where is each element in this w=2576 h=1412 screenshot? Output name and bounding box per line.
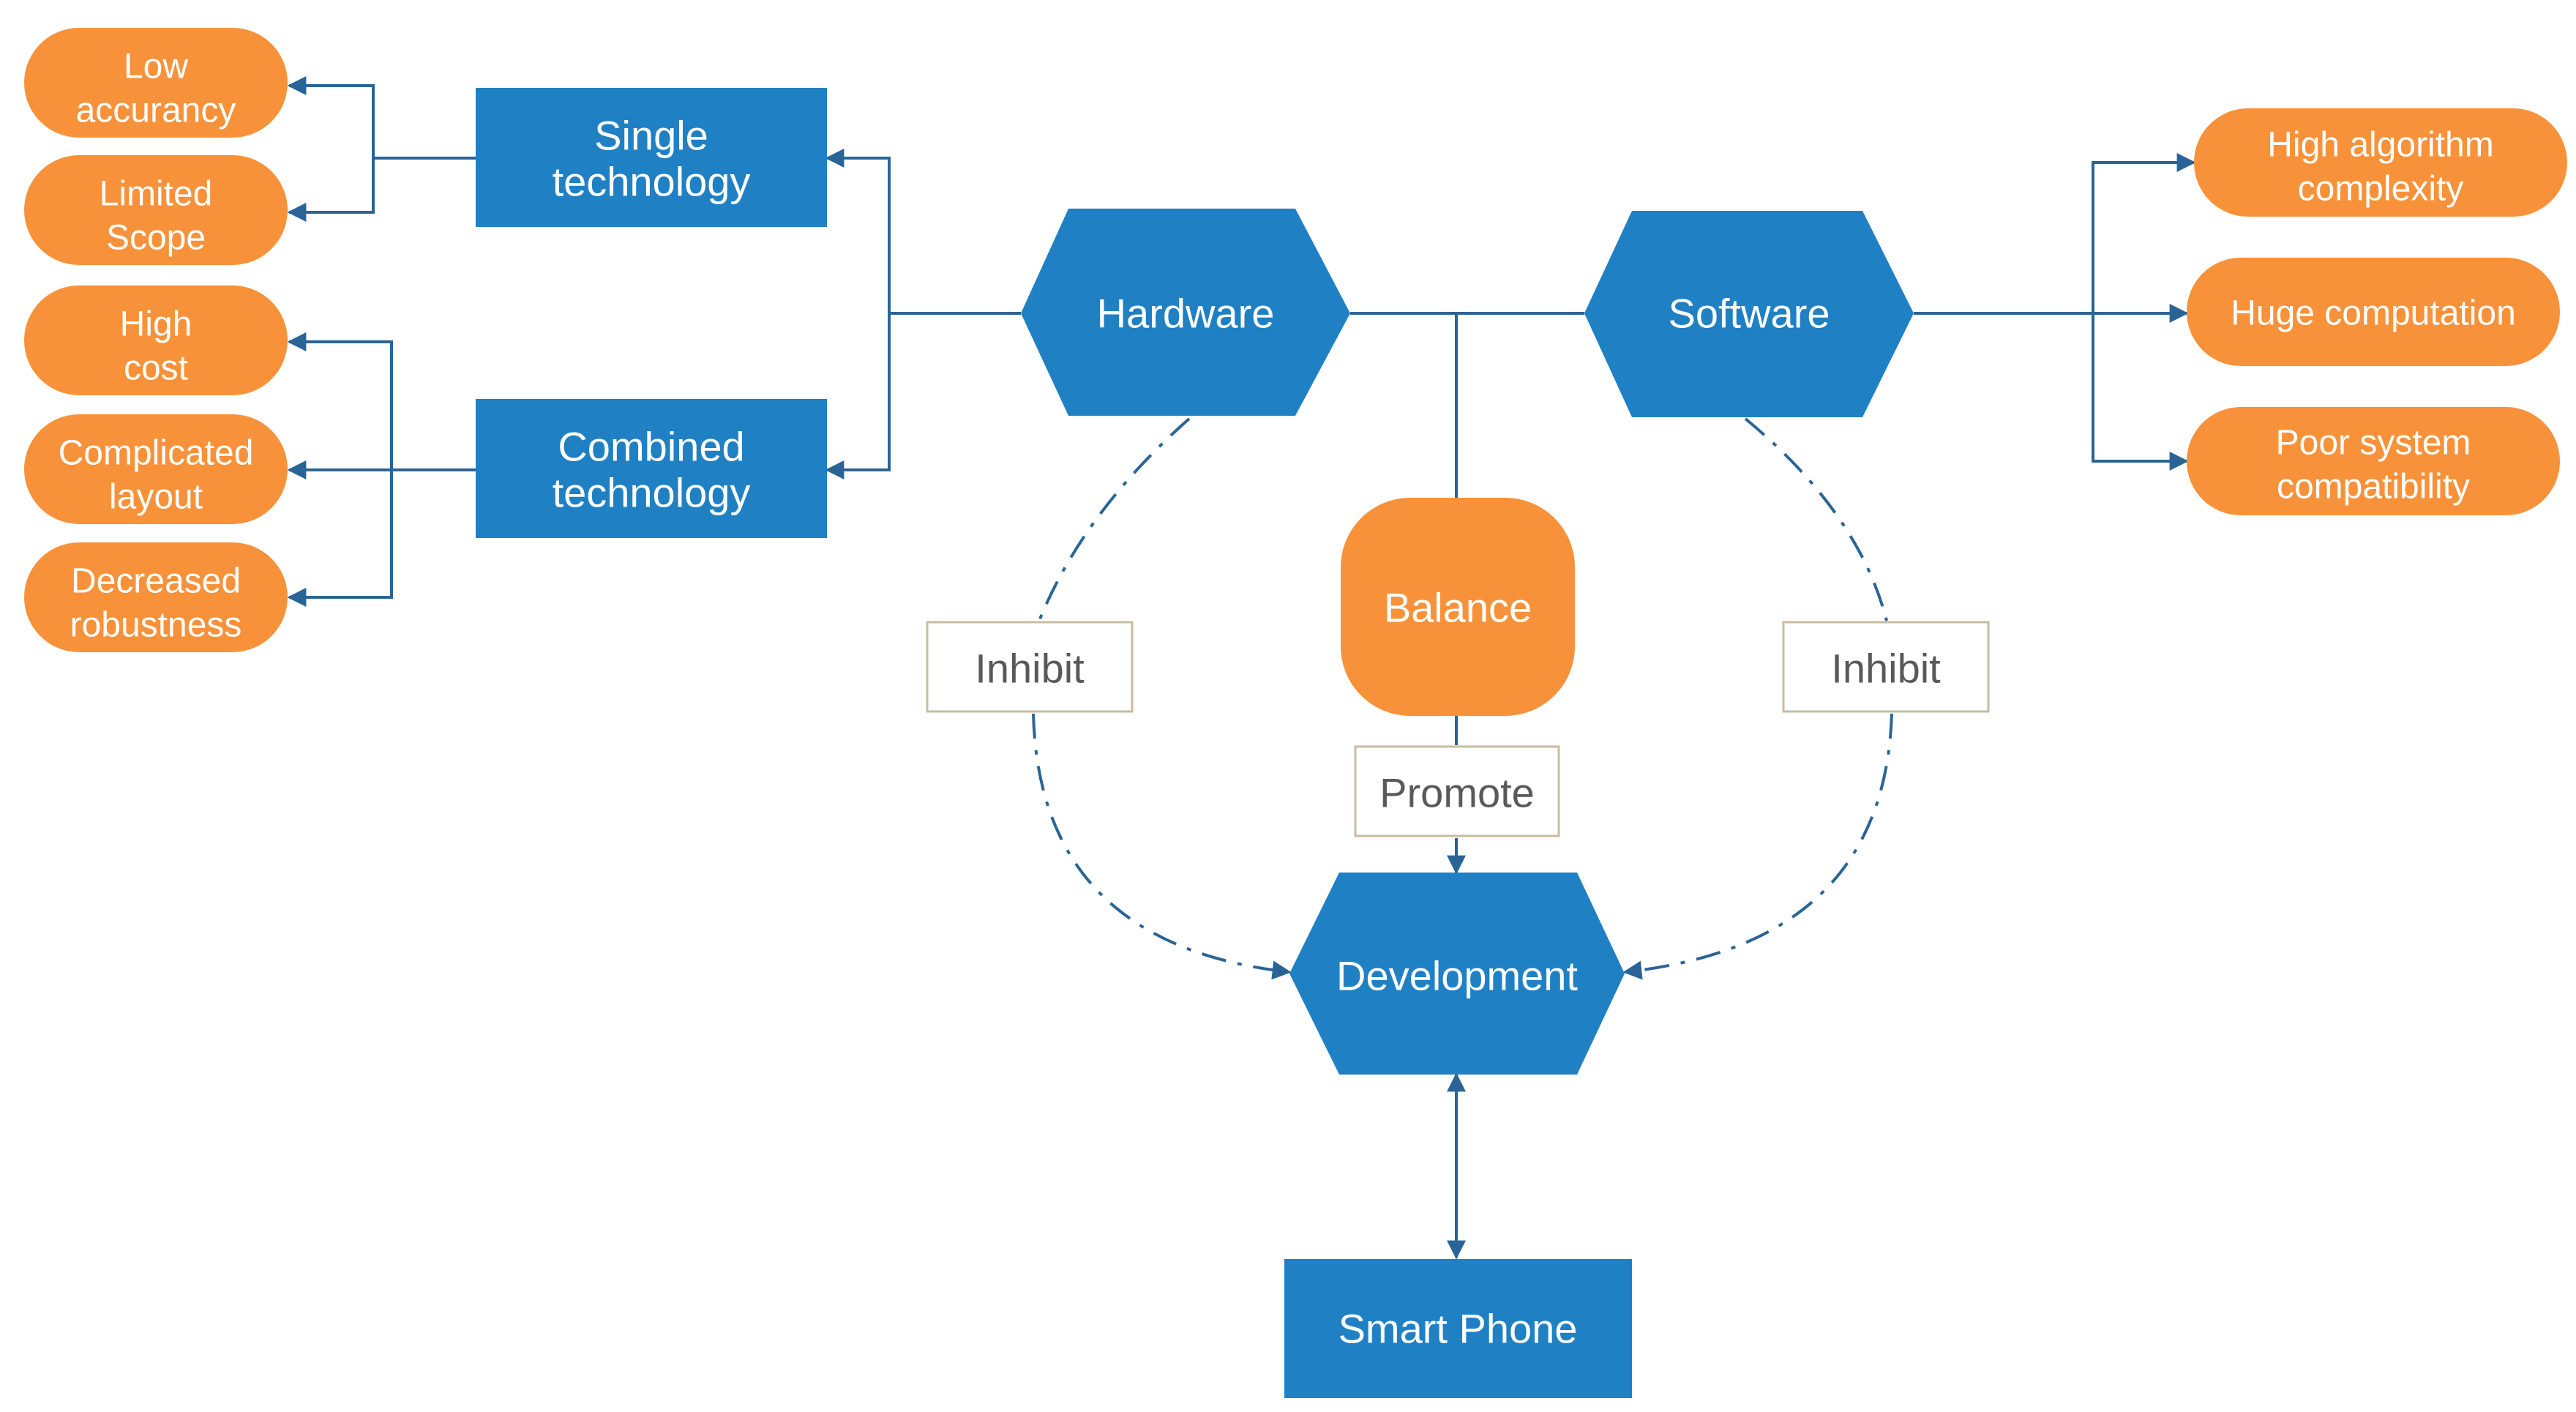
connector-to-poor-system-compatibility [2092,313,2189,471]
pill-huge-computation-line-1: Huge computation [2231,294,2516,333]
connector-to-single-technology [825,149,891,313]
pill-decreased-robustness-line-1: Decreased [71,562,241,601]
dashed-arc-inhibit-development-left [1032,713,1292,980]
hexagon-development: Development [1289,873,1625,1075]
box-single-technology-shape [476,88,827,227]
hexagon-hardware: Hardware [1021,209,1350,416]
balance-label: Balance [1384,585,1532,631]
balance-node: Balance [1341,498,1575,716]
hexagon-hardware-label: Hardware [1097,291,1275,337]
pill-huge-computation-shape [2187,258,2560,366]
pill-complicated-layout: Complicated layout [24,414,288,524]
pill-limited-scope: Limited Scope [24,155,288,265]
pill-low-accuracy-line-1: Low [124,48,188,86]
connector-to-decreased-robustness [287,470,393,607]
label-inhibit-left-text: Inhibit [975,646,1085,692]
box-single-technology: Single technology [476,88,827,227]
connector-to-high-cost [287,332,393,470]
pill-poor-system-compatibility: Poor system compatibility [2187,407,2560,515]
hexagon-software-label: Software [1669,291,1830,337]
label-inhibit-right-text: Inhibit [1831,646,1941,692]
pill-high-algorithm-complexity: High algorithm complexity [2194,108,2567,217]
label-inhibit-right: Inhibit [1782,621,1990,713]
left-pill-group: Low accurancy Limited Scope High cost Co… [24,28,288,652]
pill-limited-scope-line-1: Limited [100,175,213,214]
connector-to-high-algorithm-complexity [2092,153,2196,313]
pill-low-accuracy: Low accurancy [24,28,288,138]
pill-poor-system-compatibility-line-1: Poor system [2276,424,2471,463]
pill-low-accuracy-line-2: accurancy [76,91,236,130]
connectors [287,76,2196,1260]
box-combined-technology-line-1: Combined [558,424,744,470]
hexagon-software: Software [1584,211,1914,417]
box-single-technology-line-2: technology [553,159,751,205]
box-combined-technology-shape [476,399,827,538]
pill-high-cost: High cost [24,285,288,395]
pill-complicated-layout-line-1: Complicated [59,434,254,473]
dashed-arc-software-inhibit [1744,417,1888,621]
pill-poor-system-compatibility-shape [2187,407,2560,515]
connector-to-low-accuracy [287,76,375,158]
pill-decreased-robustness-line-2: robustness [70,606,242,645]
connector-to-limited-scope [287,158,375,222]
box-smart-phone-shape [1284,1259,1632,1398]
pill-high-cost-line-1: High [120,305,192,344]
dashed-arc-hardware-inhibit [1038,417,1191,621]
pill-decreased-robustness: Decreased robustness [24,542,288,652]
box-combined-technology: Combined technology [476,399,827,538]
label-promote: Promote [1354,745,1560,837]
pill-high-cost-line-2: cost [124,349,188,388]
connector-to-combined-technology [825,313,891,479]
hexagon-development-label: Development [1336,953,1578,999]
hexagon-hardware-shape [1021,209,1350,416]
label-promote-box [1354,745,1560,837]
pill-limited-scope-shape [24,155,288,265]
pill-complicated-layout-line-2: layout [109,478,203,517]
balance-shape [1341,498,1575,716]
right-pill-group: High algorithm complexity Huge computati… [2187,108,2567,515]
pill-limited-scope-line-2: Scope [106,219,206,258]
pill-huge-computation: Huge computation [2187,258,2560,366]
pill-high-cost-shape [24,285,288,395]
pill-high-algorithm-complexity-shape [2194,108,2567,217]
pill-high-algorithm-complexity-line-2: complexity [2298,170,2464,209]
label-inhibit-left: Inhibit [926,621,1134,713]
pill-complicated-layout-shape [24,414,288,524]
label-promote-text: Promote [1379,770,1535,816]
hexagon-development-shape [1289,873,1625,1075]
label-inhibit-right-box [1782,621,1990,713]
box-single-technology-line-1: Single [594,113,708,159]
hexagon-software-shape [1584,211,1914,417]
dashed-arc-inhibit-development-right [1622,713,1893,980]
pill-decreased-robustness-shape [24,542,288,652]
pill-poor-system-compatibility-line-2: compatibility [2277,468,2470,507]
box-combined-technology-line-2: technology [553,470,751,516]
box-smart-phone: Smart Phone [1284,1259,1632,1398]
box-smart-phone-label: Smart Phone [1338,1306,1578,1352]
label-inhibit-left-box [926,621,1134,713]
pill-high-algorithm-complexity-line-1: High algorithm [2267,126,2493,165]
pill-low-accuracy-shape [24,28,288,138]
